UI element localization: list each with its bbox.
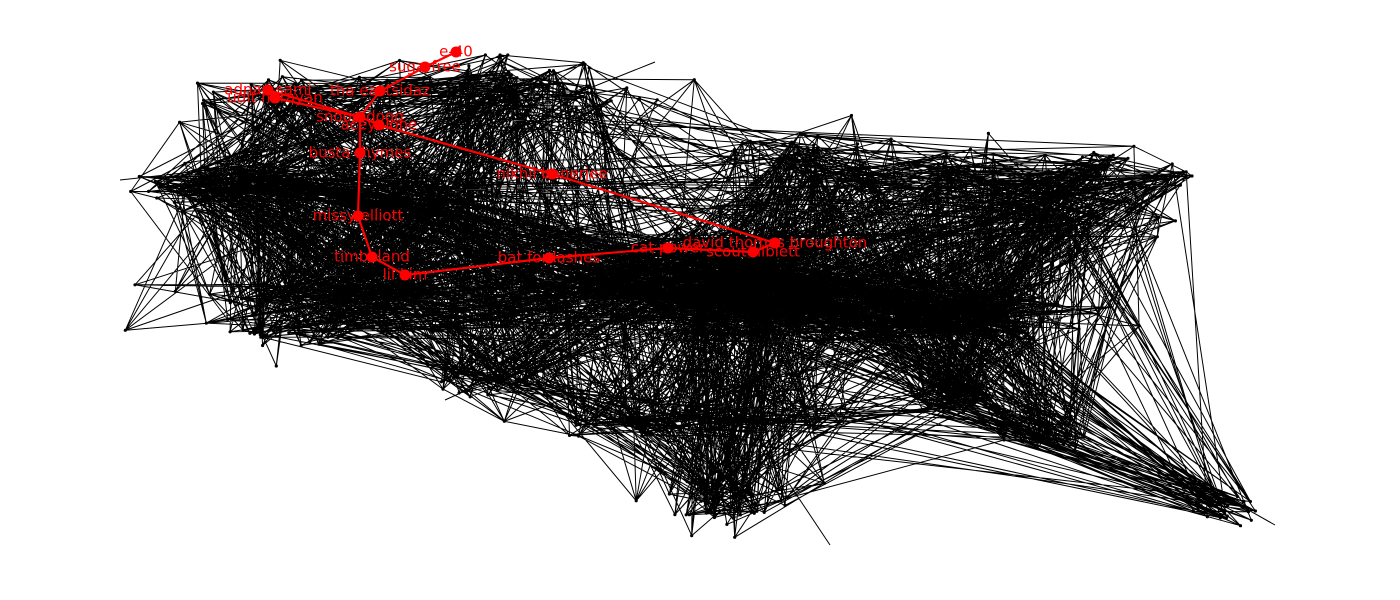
label-bat-for-lashes: bat for lashes	[498, 249, 601, 267]
path-edge-aceyalone-nikhil_banerjee	[378, 123, 553, 176]
label-busta-rhymes: busta rhymes	[309, 144, 412, 162]
path-node-aceyalone	[373, 119, 385, 131]
path-node-david-broughton	[769, 237, 781, 249]
label-nikhil-banerjee: nikhil banerjee	[496, 165, 607, 183]
path-edge-bat_for_lashes-cat_power	[548, 246, 669, 260]
highlighted-path-edges	[267, 51, 776, 277]
label-scout-niblett: scout niblett	[706, 243, 800, 261]
path-edge-timbaland-lil_kim	[371, 256, 406, 276]
label-adnan-sami: adnan sami	[224, 81, 311, 99]
highlighted-path-labels: e-40 sugarfree adnan sami tha eastsidaz …	[224, 43, 867, 284]
label-missy-elliott: missy elliott	[313, 207, 404, 225]
path-node-nikhil-banerjee	[546, 168, 558, 180]
path-node-adnan-sami	[262, 84, 274, 96]
label-sugarfree: sugarfree	[389, 58, 461, 76]
path-edge-missy_elliott-timbaland	[356, 215, 374, 258]
label-snoop-dogg: snoop dogg	[316, 108, 404, 126]
path-edge-e40-sugarfree	[424, 51, 457, 68]
path-edge-busta_rhymes-missy_elliott	[356, 152, 362, 217]
path-node-busta-rhymes	[354, 147, 366, 159]
path-node-sugarfree	[419, 61, 431, 73]
path-node-missy-elliott	[352, 210, 364, 222]
path-edge-cat_power-scout_niblett	[667, 246, 754, 254]
path-node-cat-power	[662, 242, 674, 254]
label-lil-kim: lil kim	[383, 266, 428, 284]
path-node-tha-eastsidaz	[374, 85, 386, 97]
path-node-e40	[450, 46, 462, 58]
label-aceyalone: aceyalone	[341, 116, 418, 134]
path-edge-nikhil_banerjee-david_broughton	[551, 172, 776, 245]
path-node-lil-kim	[399, 269, 411, 281]
label-udit-narayan: udit narayan	[227, 89, 322, 107]
label-tha-eastsidaz: tha eastsidaz	[330, 82, 430, 100]
label-cat-power: cat power	[631, 239, 706, 257]
path-node-scout-niblett	[747, 246, 759, 258]
path-node-bat-for-lashes	[543, 252, 555, 264]
highlighted-path-nodes	[262, 46, 781, 281]
label-david-broughton: david thomas broughton	[683, 234, 868, 252]
path-node-timbaland	[366, 251, 378, 263]
path-edge-udit_narayan-snoop_dogg	[274, 96, 361, 119]
path-node-snoop-dogg	[354, 111, 366, 123]
label-e40: e-40	[439, 43, 473, 61]
path-node-udit-narayan	[269, 92, 281, 104]
network-node-dots	[123, 53, 1258, 539]
network-nodes	[123, 53, 1258, 539]
path-edge-lil_kim-bat_for_lashes	[404, 256, 550, 277]
label-timbaland: timbaland	[334, 248, 410, 266]
path-edge-sugarfree-tha_eastsidaz	[379, 66, 426, 92]
